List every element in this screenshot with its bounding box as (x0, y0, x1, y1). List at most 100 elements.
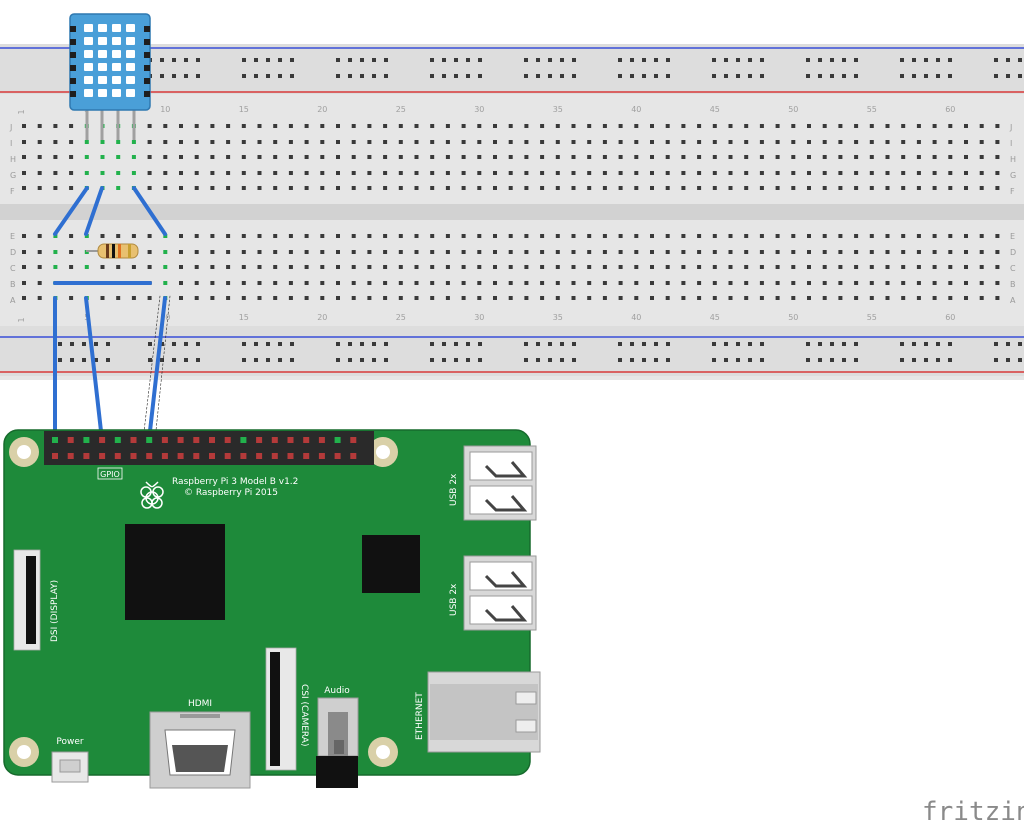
breadboard-hole (555, 140, 560, 144)
breadboard-hole (226, 140, 231, 144)
breadboard-hole (979, 281, 984, 285)
gpio-pin (287, 437, 294, 443)
rail-hole (1006, 58, 1010, 62)
breadboard-hole (508, 155, 513, 159)
rail-hole (760, 342, 764, 346)
breadboard-hole (508, 250, 513, 254)
breadboard-hole (493, 124, 497, 128)
breadboard-hole (602, 250, 607, 254)
breadboard-hole (838, 296, 843, 300)
breadboard-hole (288, 155, 293, 159)
rail-hole (94, 342, 98, 346)
breadboard-hole (571, 155, 576, 159)
breadboard-hole (854, 265, 859, 269)
rail-hole (336, 58, 340, 62)
breadboard-hole (587, 265, 592, 269)
breadboard-hole (461, 265, 466, 269)
breadboard-hole (807, 140, 811, 144)
breadboard-hole (775, 250, 780, 254)
breadboard-hole (383, 186, 388, 190)
breadboard-hole (759, 155, 764, 159)
rail-hole (372, 342, 376, 346)
breadboard-hole (320, 140, 325, 144)
breadboard-hole (131, 140, 136, 144)
breadboard-hole (241, 155, 246, 159)
sensor-vent (126, 37, 135, 45)
breadboard-hole (540, 186, 545, 190)
breadboard-hole (587, 281, 592, 285)
breadboard-hole (508, 140, 513, 144)
breadboard-hole (681, 155, 686, 159)
breadboard-hole (461, 296, 466, 300)
breadboard-hole (508, 296, 513, 300)
breadboard-hole (775, 296, 780, 300)
breadboard-hole (587, 155, 592, 159)
breadboard-hole (618, 234, 623, 238)
breadboard-hole (37, 281, 42, 285)
rail-hole (900, 74, 904, 78)
breadboard-hole (791, 124, 796, 128)
gpio-pin (256, 453, 263, 459)
breadboard-hole (383, 265, 388, 269)
rail-hole (242, 58, 246, 62)
row-letter: E (10, 232, 15, 241)
breadboard-hole (995, 124, 1000, 128)
breadboard-hole (932, 186, 937, 190)
breadboard-hole (869, 265, 874, 269)
breadboard-hole (697, 265, 702, 269)
breadboard-hole (147, 140, 152, 144)
rail-hole (524, 74, 528, 78)
breadboard-hole (759, 186, 764, 190)
breadboard-hole (901, 171, 906, 175)
breadboard-hole (540, 140, 545, 144)
column-number: 30 (474, 105, 484, 114)
rail-hole (360, 358, 364, 362)
column-number: 15 (239, 105, 249, 114)
rail-hole (748, 74, 752, 78)
breadboard-hole (744, 186, 749, 190)
rail-hole (254, 358, 258, 362)
bottom-power-rail (0, 326, 1024, 376)
breadboard-hole (477, 296, 482, 300)
gpio-label: GPIO (100, 470, 120, 479)
breadboard-hole (163, 186, 168, 190)
breadboard-hole (650, 171, 654, 175)
breadboard-hole (540, 155, 545, 159)
breadboard-hole (226, 296, 231, 300)
breadboard-hole (508, 281, 513, 285)
wire (147, 296, 167, 442)
rail-hole (58, 358, 62, 362)
breadboard-hole (807, 171, 811, 175)
breadboard-hole (461, 186, 466, 190)
usb1-label: USB 2x (449, 473, 459, 506)
rail-hole (572, 342, 576, 346)
gpio-pin (209, 437, 215, 443)
rail-hole (1018, 342, 1022, 346)
rail-hole (806, 58, 810, 62)
breadboard-hole (147, 296, 152, 300)
sensor-notch (144, 65, 150, 71)
breadboard-hole (697, 296, 702, 300)
breadboard-hole (869, 171, 874, 175)
breadboard-hole (398, 250, 403, 254)
breadboard-hole (587, 171, 592, 175)
rail-hole (536, 342, 540, 346)
breadboard-hole (916, 140, 921, 144)
breadboard-hole (759, 296, 764, 300)
gpio-pin (318, 453, 325, 459)
rail-hole (384, 74, 388, 78)
rail-hole (172, 58, 176, 62)
breadboard-hole (775, 186, 780, 190)
breadboard-hole (681, 124, 686, 128)
sensor-vent (84, 89, 93, 97)
gpio-pin (83, 453, 90, 459)
breadboard-hole (69, 250, 74, 254)
breadboard-hole (916, 124, 921, 128)
gpio-pin (318, 437, 325, 443)
rail-hole (854, 74, 858, 78)
breadboard-hole (681, 296, 686, 300)
breadboard-hole (587, 124, 592, 128)
breadboard-hole (634, 296, 639, 300)
rail-hole (560, 58, 564, 62)
rail-hole (430, 342, 434, 346)
